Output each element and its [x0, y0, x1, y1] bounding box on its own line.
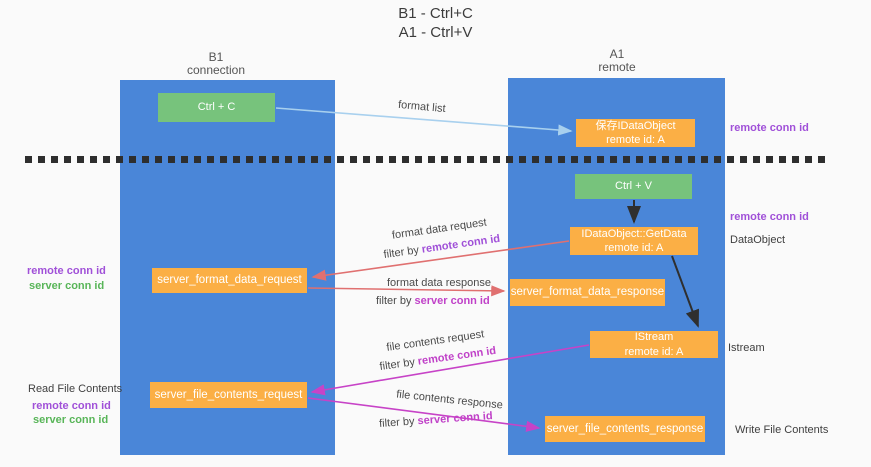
node-server-format-data-request: server_format_data_request: [152, 268, 307, 293]
node-file-response-label: server_file_contents_response: [546, 422, 704, 435]
label-dataobject: DataObject: [730, 234, 786, 246]
lifeline-header-a1: A1 remote: [557, 48, 677, 73]
label-filter-by-text: filter by: [378, 415, 418, 430]
label-read-file-contents: Read File Contents: [28, 383, 123, 395]
lifeline-b1-role: connection: [186, 62, 246, 77]
page-title: B1 - Ctrl+C A1 - Ctrl+V: [0, 5, 871, 43]
node-istream-line1: IStream: [634, 331, 674, 344]
node-format-request-label: server_format_data_request: [157, 274, 302, 287]
label-remote-conn-id-top-right: remote conn id: [730, 122, 809, 134]
node-ctrl-v-label: Ctrl + V: [615, 180, 652, 193]
label-server-conn-id-left-1: server conn id: [29, 280, 105, 292]
node-ctrl-v: Ctrl + V: [575, 174, 692, 199]
label-format-data-response: format data response: [387, 277, 491, 289]
separator-dashed-line: [25, 156, 830, 163]
title-line-2: A1 - Ctrl+V: [398, 23, 473, 41]
label-remote-conn-id-left-2: remote conn id: [32, 400, 111, 412]
lifeline-a1-name: A1: [609, 47, 625, 61]
node-idataobject-getdata: IDataObject::GetData remote id: A: [570, 227, 698, 255]
label-server-conn-id-inline-1: server conn id: [414, 295, 490, 307]
label-format-data-request-group: format data request filter by remote con…: [380, 213, 501, 264]
label-filter-by-text: filter by: [376, 295, 415, 307]
node-file-request-label: server_file_contents_request: [154, 388, 303, 401]
label-file-contents-request-group: file contents request filter by remote c…: [376, 325, 497, 376]
node-ctrl-c: Ctrl + C: [158, 93, 275, 122]
node-server-format-data-response: server_format_data_response: [510, 279, 665, 306]
node-save-idataobject: 保存IDataObject remote id: A: [576, 119, 695, 147]
lifeline-b1-name: B1: [208, 50, 224, 64]
label-server-conn-id-left-2: server conn id: [33, 414, 109, 426]
node-getdata-line1: IDataObject::GetData: [581, 227, 687, 240]
label-remote-conn-id-left-1: remote conn id: [27, 265, 106, 277]
label-filter-by-text: filter by: [382, 243, 423, 261]
node-format-response-label: server_format_data_response: [510, 286, 665, 299]
label-filter-server-1: filter by server conn id: [376, 295, 490, 307]
node-save-idataobject-line1: 保存IDataObject: [595, 119, 676, 132]
lifeline-a1-role: remote: [598, 59, 636, 74]
node-server-file-contents-response: server_file_contents_response: [545, 416, 705, 442]
label-istream: Istream: [728, 342, 765, 354]
node-ctrl-c-label: Ctrl + C: [197, 101, 236, 114]
node-save-idataobject-line2: remote id: A: [606, 134, 665, 146]
node-istream: IStream remote id: A: [590, 331, 718, 358]
label-filter-server-2: filter by server conn id: [379, 410, 493, 430]
label-file-contents-response: file contents response: [395, 388, 504, 412]
node-istream-line2: remote id: A: [624, 345, 684, 358]
lifeline-header-b1: B1 connection: [156, 51, 276, 76]
label-remote-conn-id-mid-right: remote conn id: [730, 211, 809, 223]
node-getdata-line2: remote id: A: [604, 242, 664, 254]
label-filter-by-text: filter by: [378, 355, 419, 373]
label-server-conn-id-inline-2: server conn id: [417, 410, 493, 428]
title-line-1: B1 - Ctrl+C: [398, 5, 473, 22]
label-format-list: format list: [397, 98, 447, 116]
label-write-file-contents: Write File Contents: [735, 424, 829, 436]
node-server-file-contents-request: server_file_contents_request: [150, 382, 307, 408]
